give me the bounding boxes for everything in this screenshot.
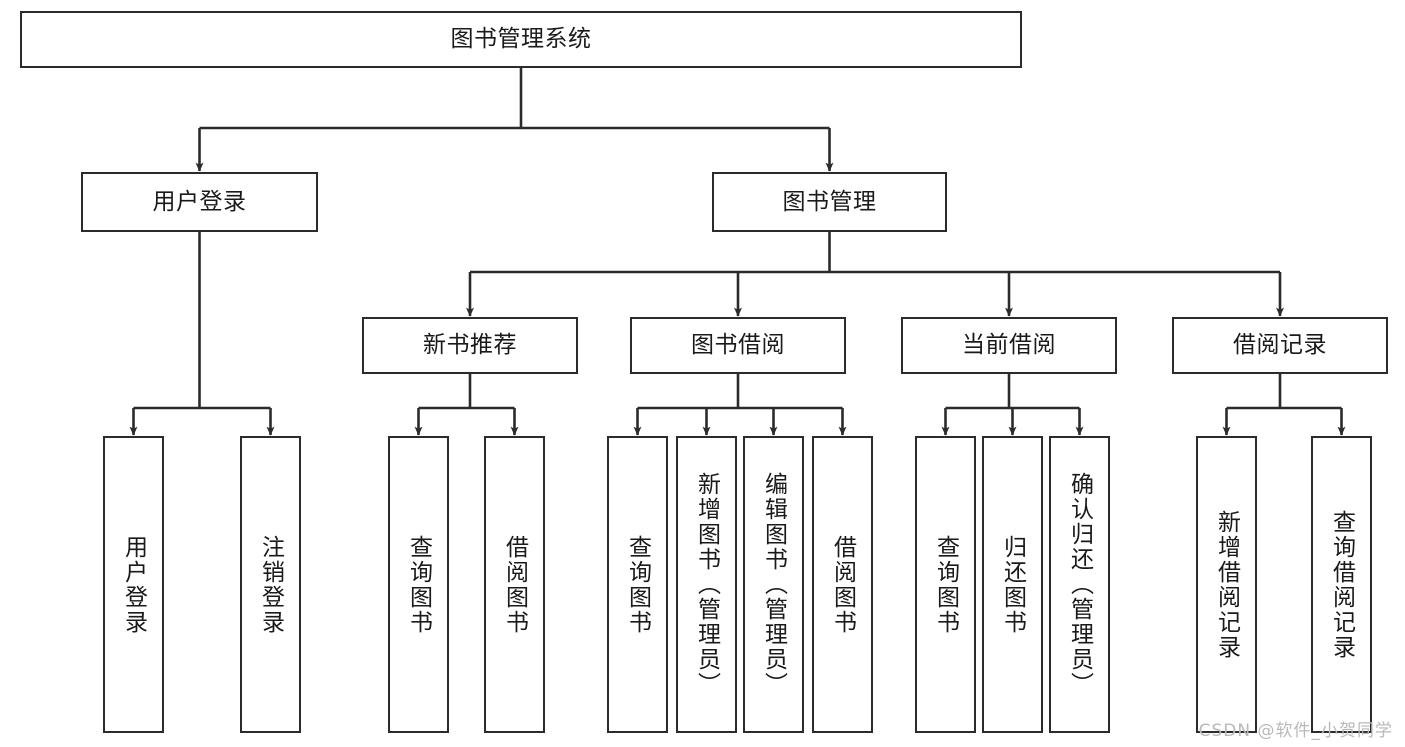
node-leaf-edit-book[interactable]: 编辑图书（管理员）: [743, 436, 804, 733]
node-leaf-query-borrow-record[interactable]: 查询借阅记录: [1311, 436, 1372, 733]
node-label: 图书借阅: [691, 332, 785, 359]
node-book-borrow[interactable]: 图书借阅: [630, 317, 846, 374]
node-label: 当前借阅: [962, 332, 1056, 359]
node-leaf-query-book-borrow[interactable]: 查询图书: [607, 436, 668, 733]
node-current-borrow[interactable]: 当前借阅: [901, 317, 1117, 374]
node-label: 借阅图书: [501, 534, 528, 635]
node-leaf-return-book[interactable]: 归还图书: [982, 436, 1043, 733]
node-leaf-user-login[interactable]: 用户登录: [103, 436, 164, 733]
node-label: 图书管理系统: [450, 26, 592, 53]
node-leaf-logout[interactable]: 注销登录: [240, 436, 301, 733]
node-label: 编辑图书（管理员）: [760, 472, 787, 697]
csdn-watermark: CSDN @软件_小贺同学: [1198, 721, 1393, 741]
node-leaf-query-book-current[interactable]: 查询图书: [915, 436, 976, 733]
node-user-login[interactable]: 用户登录: [81, 172, 318, 232]
node-leaf-borrow-book[interactable]: 借阅图书: [812, 436, 873, 733]
node-label: 新增图书（管理员）: [693, 472, 720, 697]
node-book-manage[interactable]: 图书管理: [712, 172, 947, 232]
node-leaf-query-book-rec[interactable]: 查询图书: [388, 436, 449, 733]
node-label: 确认归还（管理员）: [1066, 472, 1093, 697]
node-new-book-recommend[interactable]: 新书推荐: [362, 317, 578, 374]
node-label: 新增借阅记录: [1213, 509, 1240, 660]
node-leaf-borrow-book-rec[interactable]: 借阅图书: [484, 436, 545, 733]
node-leaf-add-borrow-record[interactable]: 新增借阅记录: [1196, 436, 1257, 733]
node-borrow-record[interactable]: 借阅记录: [1172, 317, 1388, 374]
node-label: 用户登录: [120, 534, 147, 635]
node-label: 图书管理: [782, 188, 877, 215]
node-label: 注销登录: [257, 534, 284, 635]
node-label: 借阅图书: [829, 534, 856, 635]
node-label: 查询图书: [624, 534, 651, 635]
node-label: 查询图书: [405, 534, 432, 635]
node-label: 新书推荐: [423, 332, 517, 359]
node-label: 查询借阅记录: [1328, 509, 1355, 660]
node-label: 查询图书: [932, 534, 959, 635]
node-label: 借阅记录: [1233, 332, 1327, 359]
node-leaf-confirm-return[interactable]: 确认归还（管理员）: [1049, 436, 1110, 733]
node-root[interactable]: 图书管理系统: [20, 11, 1022, 68]
node-label: 归还图书: [999, 534, 1026, 635]
node-label: 用户登录: [152, 188, 247, 215]
node-leaf-add-book[interactable]: 新增图书（管理员）: [676, 436, 737, 733]
